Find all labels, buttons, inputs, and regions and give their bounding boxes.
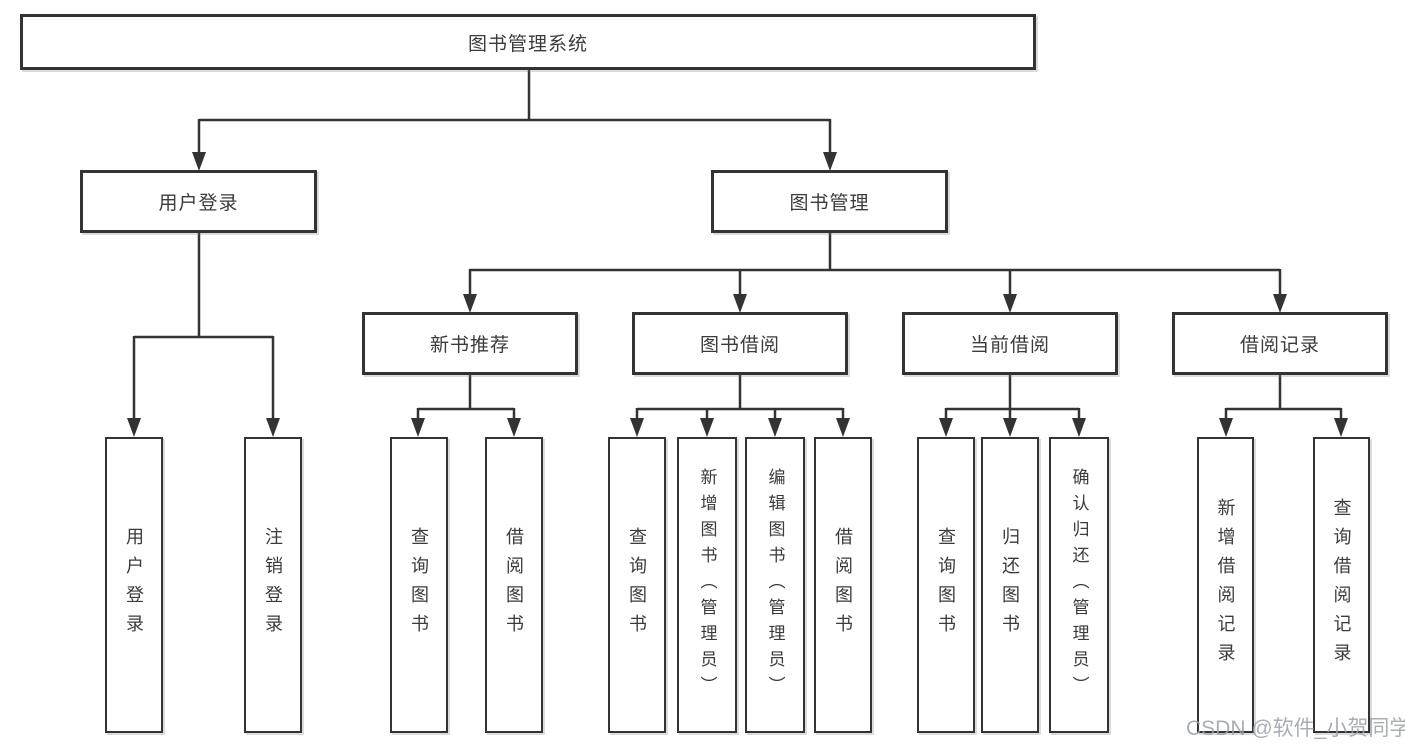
arrow-icon — [192, 152, 206, 171]
arrow-icon — [463, 294, 477, 313]
arrow-icon — [411, 418, 425, 437]
leaf-query-book-3: 查询图书 — [917, 437, 975, 733]
arrow-icon — [1072, 418, 1086, 437]
node-root-system: 图书管理系统 — [20, 14, 1036, 70]
leaf-logout: 注销登录 — [244, 437, 302, 733]
leaf-query-book-2: 查询图书 — [608, 437, 666, 733]
arrow-icon — [266, 418, 280, 437]
csdn-watermark: CSDN @软件_小贺同学 — [1186, 717, 1405, 740]
arrow-icon — [1003, 294, 1017, 313]
node-label: 编辑图书（管理员） — [765, 468, 785, 702]
leaf-add-borrow-record: 新增借阅记录 — [1197, 437, 1254, 733]
leaf-query-borrow-record: 查询借阅记录 — [1313, 437, 1370, 733]
node-label: 新书推荐 — [429, 335, 510, 356]
leaf-user-login: 用户登录 — [105, 437, 163, 733]
node-new-book-recommend: 新书推荐 — [362, 312, 578, 375]
arrow-icon — [939, 418, 953, 437]
node-label: 借阅图书 — [504, 527, 524, 643]
node-user-login: 用户登录 — [80, 170, 317, 233]
arrowheads — [127, 152, 1348, 437]
node-label: 查询借阅记录 — [1331, 498, 1352, 672]
node-label: 注销登录 — [263, 527, 283, 643]
node-label: 图书管理 — [789, 193, 870, 214]
arrow-icon — [823, 152, 837, 171]
arrow-icon — [700, 418, 714, 437]
arrow-icon — [1273, 294, 1287, 313]
arrow-icon — [507, 418, 521, 437]
leaf-confirm-return-admin: 确认归还（管理员） — [1049, 437, 1109, 733]
node-label: 借阅图书 — [833, 527, 853, 643]
node-label: 图书借阅 — [699, 335, 780, 356]
arrow-icon — [836, 418, 850, 437]
arrow-icon — [768, 418, 782, 437]
arrow-icon — [127, 418, 141, 437]
node-label: 图书管理系统 — [467, 33, 588, 55]
node-book-management: 图书管理 — [711, 170, 948, 233]
leaf-edit-book-admin: 编辑图书（管理员） — [745, 437, 805, 733]
arrow-icon — [1334, 418, 1348, 437]
leaf-return-book: 归还图书 — [981, 437, 1039, 733]
leaf-borrow-book-2: 借阅图书 — [814, 437, 872, 733]
node-label: 查询图书 — [936, 527, 956, 643]
node-book-borrow: 图书借阅 — [632, 312, 848, 375]
node-label: 当前借阅 — [969, 335, 1050, 356]
leaf-add-book-admin: 新增图书（管理员） — [677, 437, 737, 733]
arrow-icon — [630, 418, 644, 437]
node-label: 新增借阅记录 — [1215, 498, 1236, 672]
leaf-query-book-1: 查询图书 — [390, 437, 448, 733]
node-current-borrow: 当前借阅 — [902, 312, 1118, 375]
node-label: 用户登录 — [158, 193, 239, 214]
arrow-icon — [1003, 418, 1017, 437]
arrow-icon — [1219, 418, 1233, 437]
node-label: 借阅记录 — [1239, 335, 1320, 356]
node-label: 新增图书（管理员） — [697, 468, 717, 702]
node-label: 查询图书 — [409, 527, 429, 643]
node-label: 确认归还（管理员） — [1069, 468, 1089, 702]
node-label: 归还图书 — [1000, 527, 1020, 643]
node-borrow-records: 借阅记录 — [1172, 312, 1388, 375]
arrow-icon — [733, 294, 747, 313]
node-label: 查询图书 — [627, 527, 647, 643]
node-label: 用户登录 — [124, 527, 144, 643]
leaf-borrow-book-1: 借阅图书 — [485, 437, 543, 733]
